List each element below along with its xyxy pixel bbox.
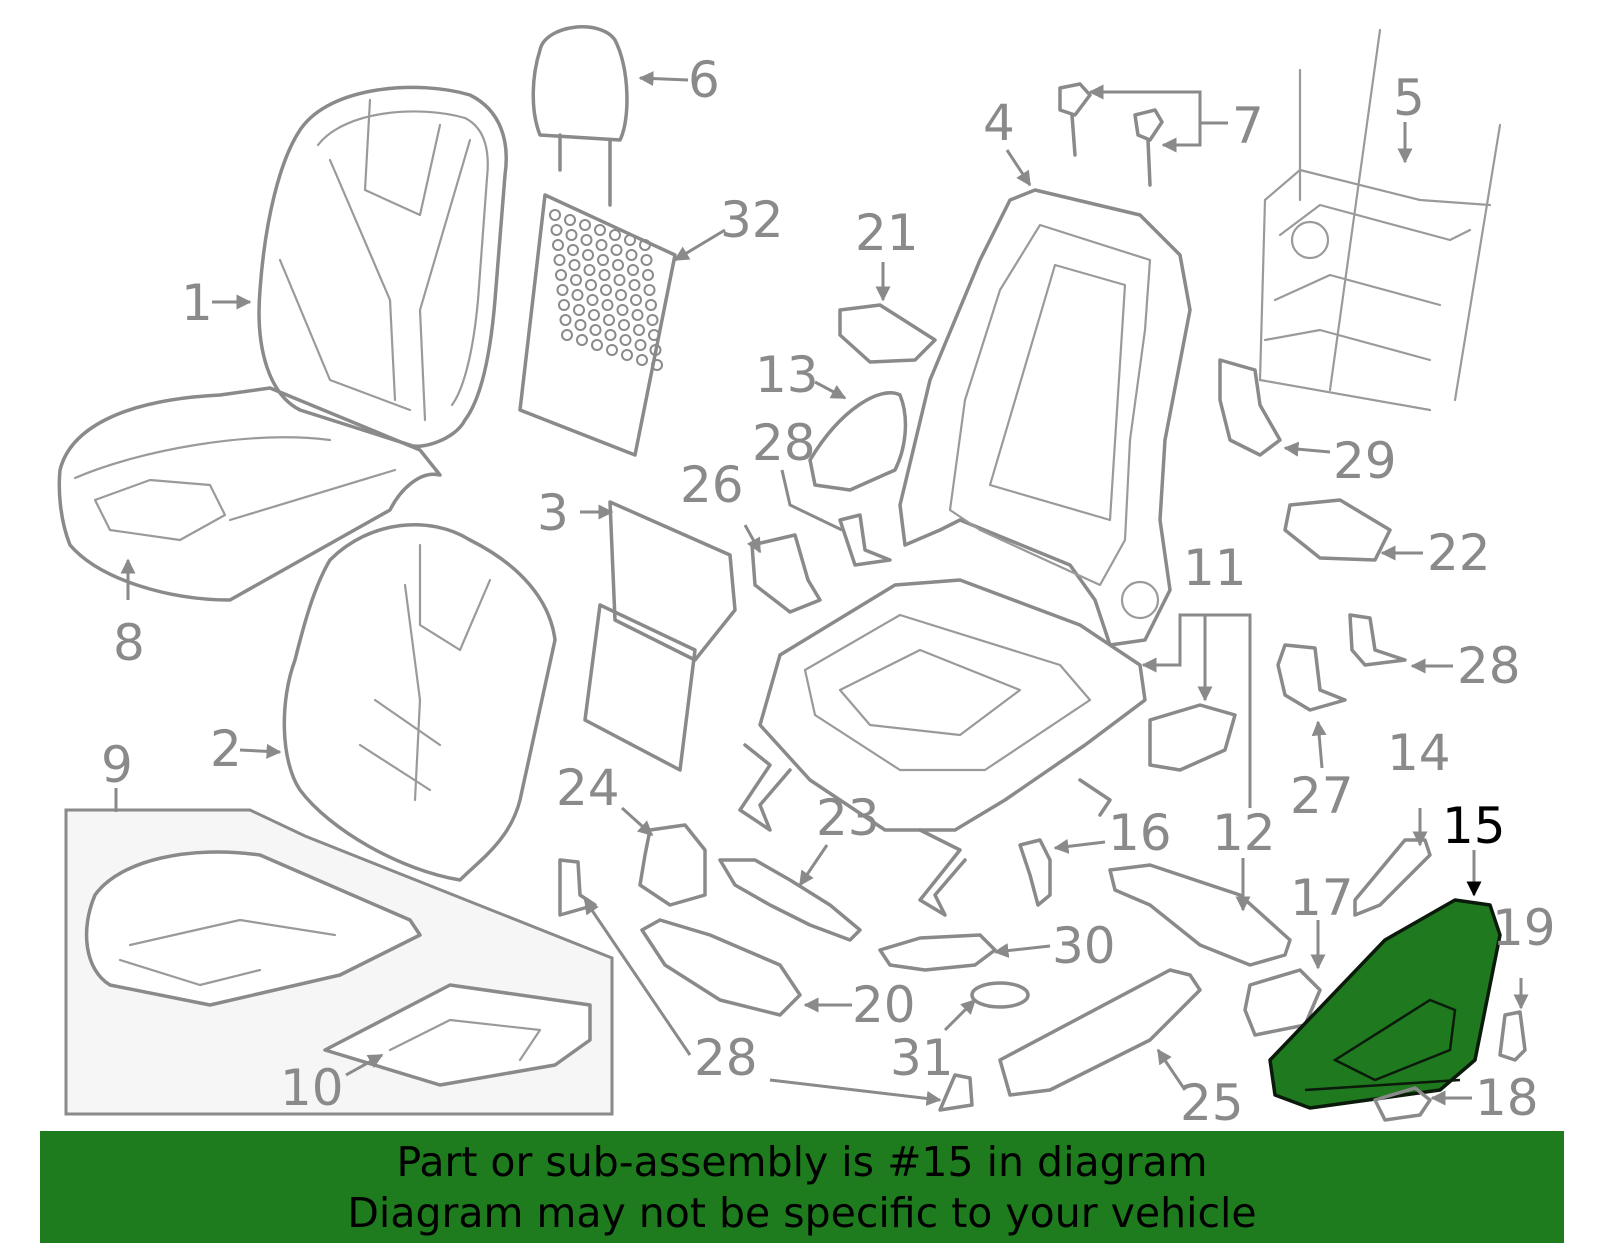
part-24-bracket	[638, 823, 707, 907]
callout-10: 10	[280, 1059, 344, 1117]
callout-24: 24	[556, 759, 620, 817]
callout-labels: 1 2 3 4 5 6 7 8 9 10 11 12 13 14 15 16 1…	[101, 51, 1556, 1132]
leader-lines	[114, 71, 1529, 1106]
part-22-module	[1283, 498, 1392, 562]
part-32-perforated-panel	[518, 193, 677, 457]
seat-frame-lower	[738, 578, 1147, 917]
part-29-motor	[1218, 358, 1282, 457]
part-1-seatback-cover	[257, 85, 508, 448]
callout-14: 14	[1387, 724, 1451, 782]
banner-line-1: Part or sub-assembly is #15 in diagram	[396, 1138, 1208, 1186]
part-2-seatback-pad	[282, 523, 557, 882]
callout-20: 20	[852, 976, 916, 1034]
part-18-handle	[1373, 1086, 1432, 1122]
callout-1: 1	[181, 274, 213, 332]
callout-15: 15	[1442, 797, 1506, 855]
part-7-bolts	[1058, 82, 1164, 187]
callout-26: 26	[680, 456, 744, 514]
part-30-cover	[878, 933, 997, 972]
callout-32: 32	[720, 191, 784, 249]
callout-7: 7	[1232, 97, 1264, 155]
callout-28-upper: 28	[752, 414, 816, 472]
part-16-bracket	[1018, 838, 1052, 907]
part-31-cap	[970, 981, 1030, 1009]
part-20-trim	[640, 918, 802, 1017]
part-8-cushion-cover	[57, 386, 442, 602]
callout-28-right: 28	[1457, 637, 1521, 695]
part-3-heater-pads	[583, 500, 737, 772]
part-6-headrest	[531, 25, 629, 207]
callout-22: 22	[1427, 524, 1491, 582]
part-23-harness	[718, 858, 862, 942]
part-27-bracket	[1276, 643, 1347, 712]
part-26-bracket	[750, 533, 822, 614]
callout-31: 31	[890, 1029, 954, 1087]
callout-17: 17	[1290, 869, 1354, 927]
callout-2: 2	[210, 720, 242, 778]
part-19-knob	[1498, 1010, 1527, 1062]
part-25-side-shield	[998, 968, 1202, 1097]
part-13-trim	[808, 391, 908, 492]
part-9-cushion-assembly-box	[64, 808, 614, 1116]
banner-line-2: Diagram may not be specific to your vehi…	[347, 1189, 1257, 1237]
callout-18: 18	[1475, 1069, 1539, 1127]
callout-30: 30	[1052, 917, 1116, 975]
part-28-bracket-lower-right	[938, 1073, 974, 1112]
part-4-seatback-frame	[898, 188, 1192, 647]
callout-8: 8	[113, 614, 145, 672]
part-28-bracket-right	[1348, 613, 1407, 667]
callout-29: 29	[1333, 432, 1397, 490]
callout-19: 19	[1492, 899, 1556, 957]
callout-16: 16	[1108, 804, 1172, 862]
info-banner: Part or sub-assembly is #15 in diagram D…	[40, 1131, 1564, 1243]
callout-3: 3	[537, 484, 569, 542]
callout-13: 13	[755, 346, 819, 404]
part-14-trim	[1353, 838, 1432, 917]
callout-23: 23	[816, 789, 880, 847]
callout-28-lower: 28	[694, 1029, 758, 1087]
part-5-spring-mat	[1258, 28, 1502, 412]
callout-9: 9	[101, 736, 133, 794]
part-15-side-shield	[1268, 898, 1502, 1110]
callout-21: 21	[855, 204, 919, 262]
part-28-bracket-upper	[838, 513, 892, 567]
callout-5: 5	[1393, 69, 1425, 127]
callout-4: 4	[983, 94, 1015, 152]
callout-27: 27	[1290, 767, 1354, 825]
callout-11: 11	[1183, 539, 1247, 597]
callout-25: 25	[1180, 1074, 1244, 1132]
callout-12: 12	[1212, 804, 1276, 862]
part-11-cover	[1148, 703, 1237, 772]
part-21-module	[838, 303, 937, 364]
part-12-track-cover	[1108, 863, 1292, 967]
callout-6: 6	[688, 51, 720, 109]
panel-holes	[549, 209, 663, 371]
